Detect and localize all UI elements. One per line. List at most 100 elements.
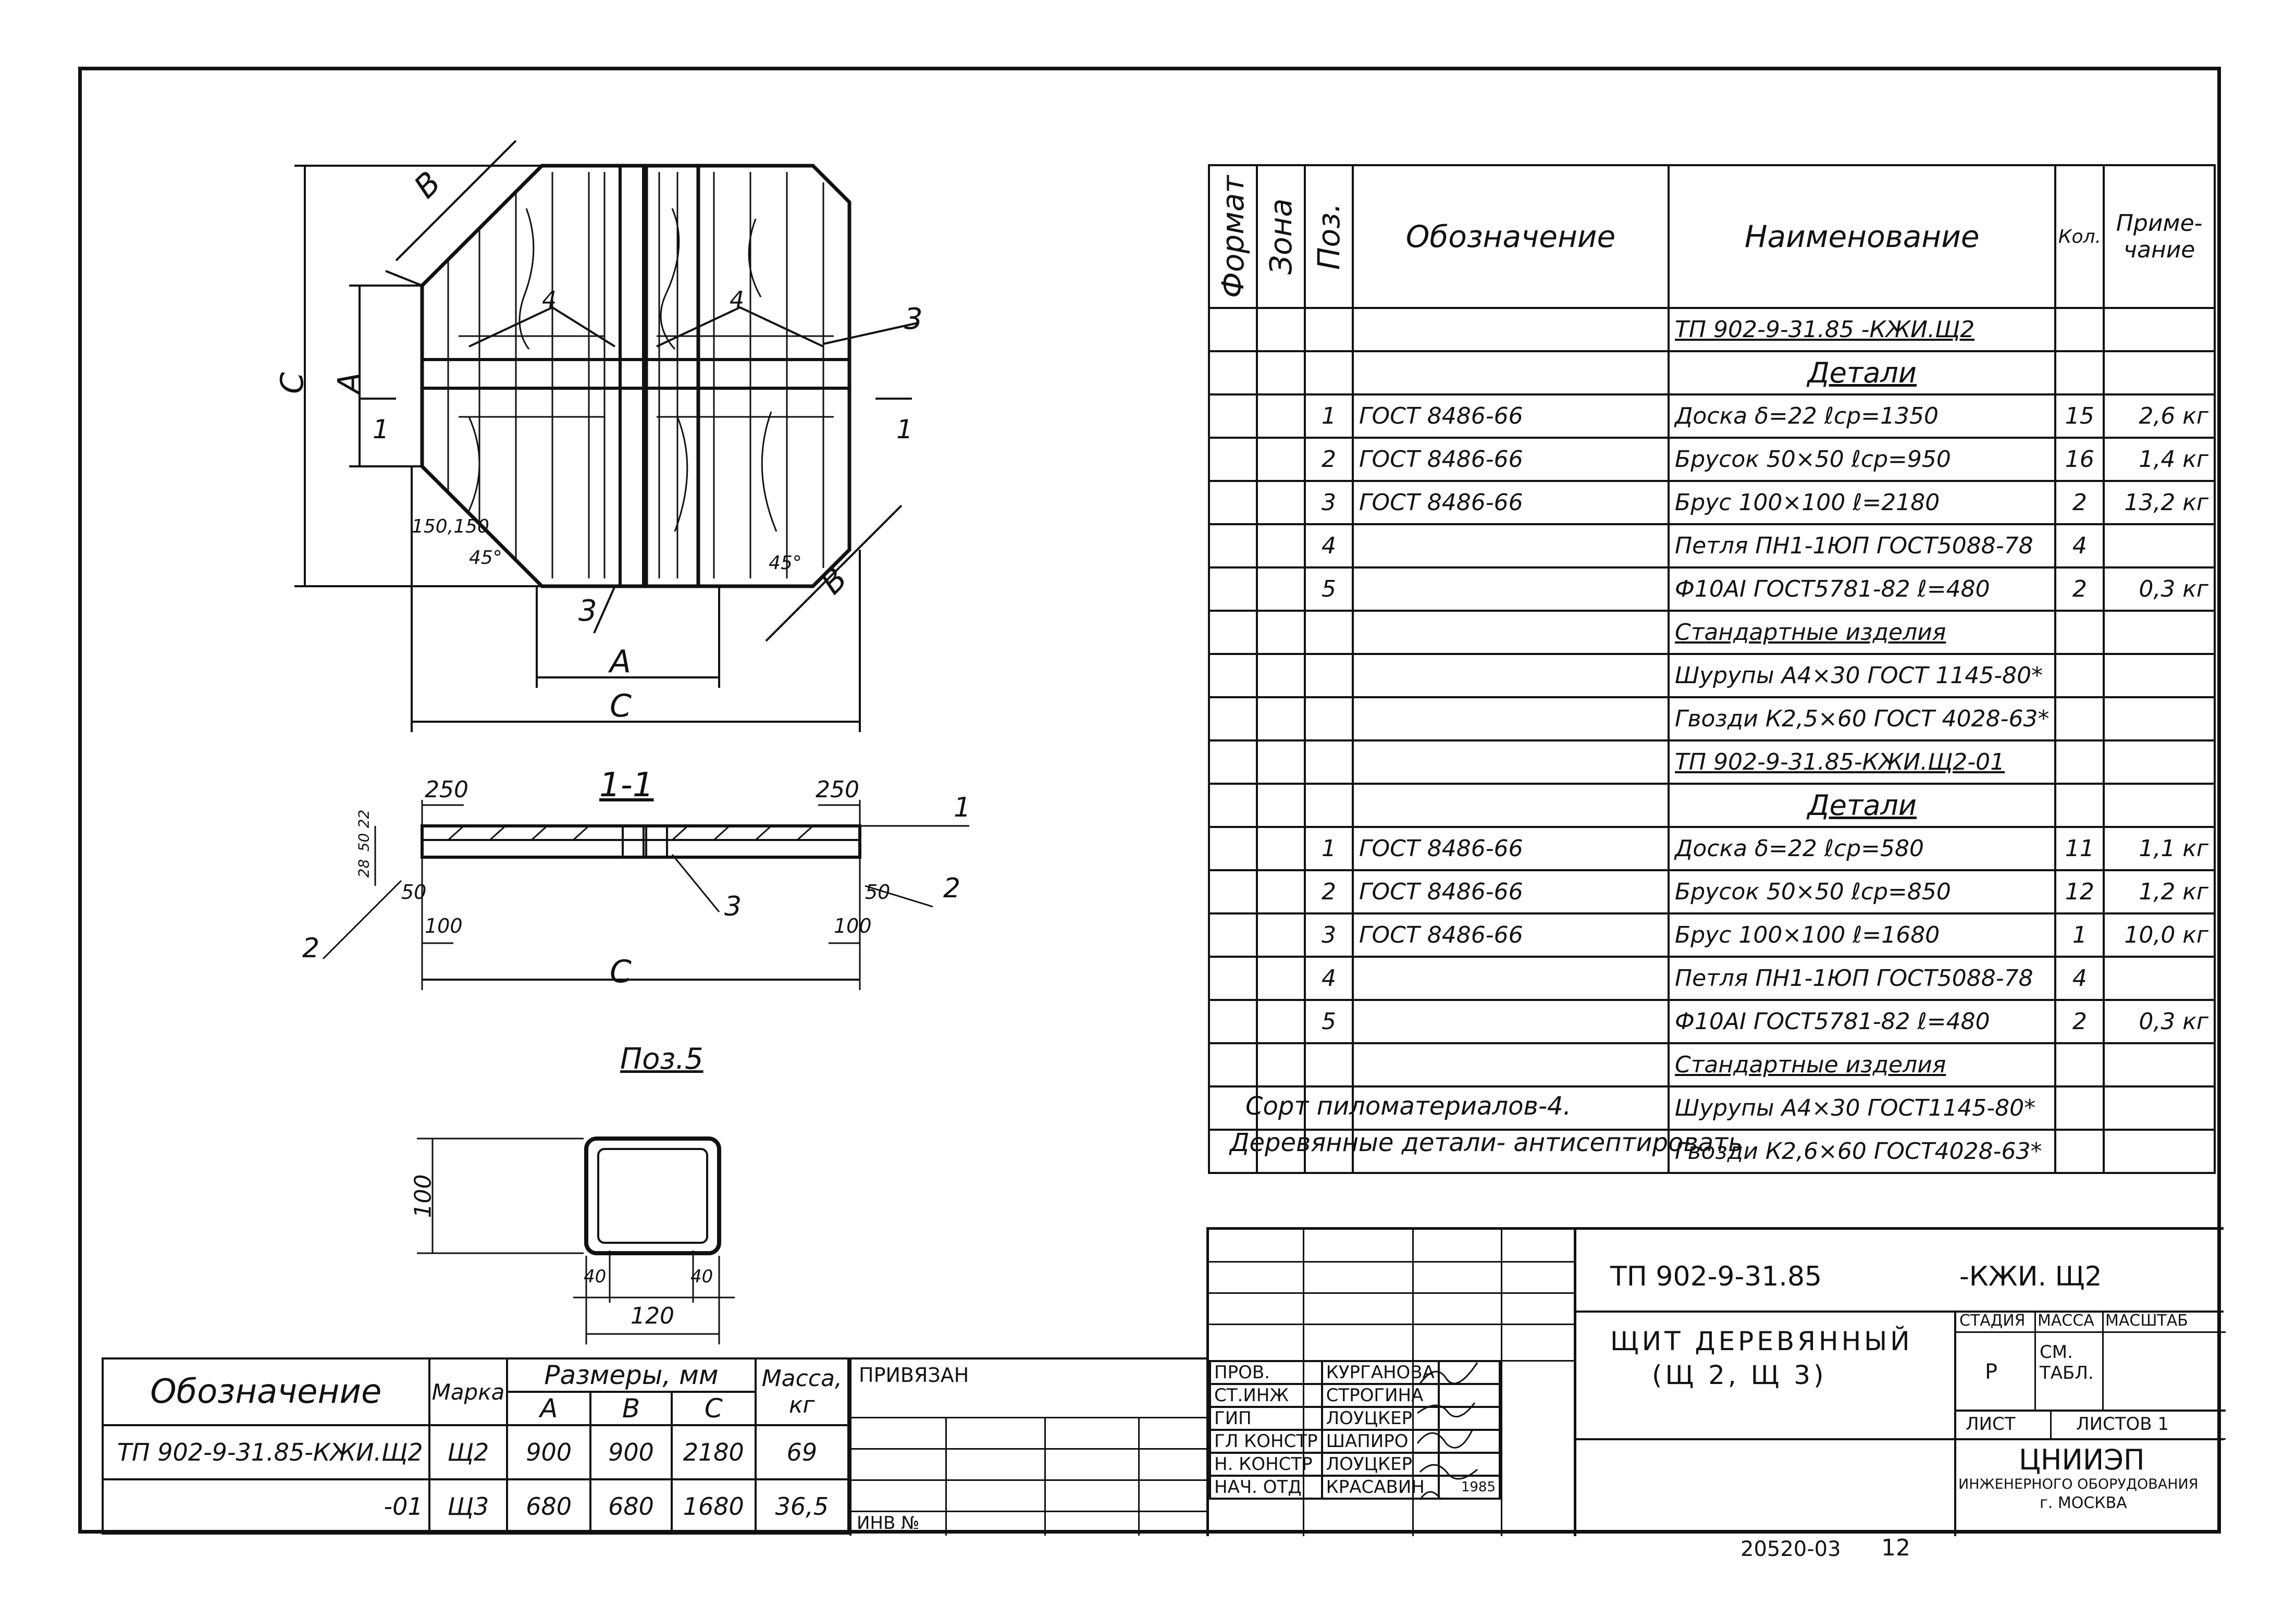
spec-cell-name: Ф10АI ГОСТ5781-82 ℓ=480 [1668,566,2057,612]
staff-role: Н. КОНСТР [1209,1452,1323,1477]
spec-cell-qty [2054,653,2105,698]
sizes-cell-mass: 69 [754,1424,850,1480]
spec-cell-note: 10,0 кг [2103,912,2216,958]
spec-cell-zone [1256,437,1306,482]
spec-cell-pos: 4 [1304,523,1354,568]
sizes-cell-mass: 36,5 [754,1478,850,1535]
plan-dimension-lines [294,140,918,732]
sizes-h-mass: Масса, кг [754,1357,850,1426]
spec-cell-note [2103,783,2216,828]
spec-cell-pos [1304,783,1354,828]
spec-cell-format [1208,999,1258,1044]
staff-name: ЛОУЦКЕР [1320,1406,1440,1431]
pos-4-label-left: 4 [542,287,557,313]
spec-cell-qty: 2 [2054,566,2105,612]
section-dim-100-left: 100 [425,914,463,937]
spec-cell-name: Стандартные изделия [1668,1042,2057,1087]
staff-role: ГИП [1209,1406,1323,1431]
sheets-label: ЛИСТОВ 1 [2076,1414,2169,1435]
spec-cell-pos [1304,1042,1354,1087]
spec-cell-note: 1,4 кг [2103,437,2216,482]
poz5-width: 120 [631,1303,674,1329]
spec-col-name: Наименование [1668,164,2057,309]
spec-cell-designation [1351,350,1670,396]
spec-cell-zone [1256,869,1306,914]
spec-col-qty: Кол. [2054,164,2105,309]
spec-cell-note [2103,739,2216,785]
drawing-title-line1: ЩИТ ДЕРЕВЯННЫЙ [1610,1326,1913,1356]
staff-signature: 1985 [1437,1475,1501,1500]
spec-cell-zone [1256,783,1306,828]
privyazan-label: ПРИВЯЗАН [859,1364,969,1387]
spec-cell-qty: 2 [2054,480,2105,525]
sizes-cell-mark: Щ2 [428,1424,509,1480]
poz5-drawing [417,1136,735,1344]
spec-cell-note: 13,2 кг [2103,480,2216,525]
spec-cell-note [2103,610,2216,655]
org-city: г. МОСКВА [2040,1494,2127,1512]
section-1-1-title: 1-1 [599,766,654,805]
spec-row: Шурупы А4×30 ГОСТ 1145-80* [1208,653,2216,698]
spec-cell-format [1208,956,1258,1001]
sizes-h-mark: Марка [428,1357,509,1426]
spec-cell-zone [1256,826,1306,871]
section-1-1-drawing [322,800,969,990]
spec-cell-note: 0,3 кг [2103,999,2216,1044]
sizes-cell-c: 2180 [670,1424,757,1480]
staff-row: ПРОВ.КУРГАНОВА [1209,1360,1501,1385]
spec-cell-zone [1256,393,1306,439]
spec-cell-format [1208,1042,1258,1087]
staff-name: КРАСАВИН [1320,1475,1440,1500]
sizes-h-a: А [506,1391,592,1426]
spec-cell-name: Детали [1668,350,2057,396]
spec-cell-qty: 4 [2054,523,2105,568]
spec-cell-note [2103,307,2216,352]
spec-row: Детали [1208,350,2216,396]
spec-cell-pos: 3 [1304,480,1354,525]
spec-cell-note [2103,696,2216,741]
section-dim-250-left: 250 [425,776,468,803]
spec-cell-zone [1256,739,1306,785]
spec-cell-format [1208,523,1258,568]
spec-cell-name: Стандартные изделия [1668,610,2057,655]
spec-row: Гвозди К2,5×60 ГОСТ 4028-63* [1208,696,2216,741]
poz5-40-left: 40 [584,1266,607,1287]
spec-cell-qty: 15 [2054,393,2105,439]
spec-cell-zone [1256,999,1306,1044]
spec-cell-pos: 5 [1304,999,1354,1044]
sizes-header-row-1: Обозначение Марка Размеры, мм Масса, кг [102,1357,850,1426]
spec-row: ТП 902-9-31.85 -КЖИ.Щ2 [1208,307,2216,352]
spec-cell-designation [1351,307,1670,352]
spec-cell-format [1208,1085,1258,1131]
spec-cell-zone [1256,956,1306,1001]
spec-cell-zone [1256,653,1306,698]
spec-cell-designation [1351,1085,1670,1131]
spec-cell-format [1208,480,1258,525]
spec-cell-designation: ГОСТ 8486-66 [1351,912,1670,958]
spec-cell-zone [1256,1042,1306,1087]
spec-row: Детали [1208,783,2216,828]
spec-cell-name: Доска δ=22 ℓср=580 [1668,826,2057,871]
angle-45-right: 45° [769,552,802,574]
spec-cell-pos [1304,1129,1354,1174]
archive-number: 20520-03 [1740,1537,1841,1561]
spec-cell-note: 1,1 кг [2103,826,2216,871]
sizes-cell-mark: Щ3 [428,1478,509,1535]
sizes-cell-a: 900 [506,1424,592,1480]
spec-cell-designation [1351,783,1670,828]
spec-cell-zone [1256,912,1306,958]
staff-role: ГЛ КОНСТР [1209,1429,1323,1454]
spec-cell-name: Брус 100×100 ℓ=2180 [1668,480,2057,525]
spec-row: Стандартные изделия [1208,610,2216,655]
spec-col-note: Приме-чание [2103,164,2216,309]
mass-header: МАССА [2038,1312,2094,1330]
spec-cell-format [1208,393,1258,439]
section-pos-2-left: 2 [302,933,320,964]
spec-cell-designation [1351,739,1670,785]
